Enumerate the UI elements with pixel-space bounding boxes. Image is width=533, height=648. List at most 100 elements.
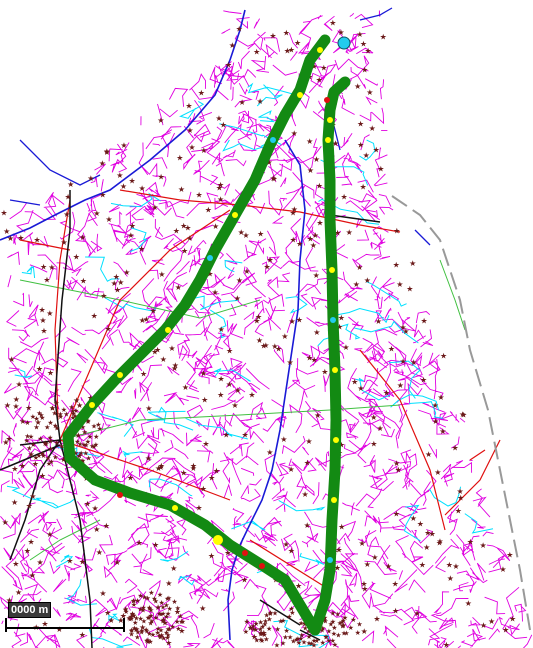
village-star-icon: ★ bbox=[152, 541, 159, 550]
village-star-icon: ★ bbox=[47, 369, 54, 378]
route-point-icon bbox=[270, 137, 276, 143]
village-star-icon: ★ bbox=[79, 233, 86, 242]
village-star-icon: ★ bbox=[205, 206, 212, 215]
village-star-icon: ★ bbox=[123, 608, 129, 616]
village-star-icon: ★ bbox=[313, 328, 320, 337]
village-star-icon: ★ bbox=[40, 327, 47, 336]
village-star-icon: ★ bbox=[74, 438, 80, 446]
village-star-icon: ★ bbox=[36, 452, 42, 460]
route-points-layer bbox=[89, 47, 339, 569]
village-star-icon: ★ bbox=[306, 627, 312, 635]
village-star-icon: ★ bbox=[410, 358, 417, 367]
village-star-icon: ★ bbox=[218, 375, 225, 384]
village-star-icon: ★ bbox=[180, 222, 187, 231]
village-star-icon: ★ bbox=[43, 440, 49, 448]
village-star-icon: ★ bbox=[375, 317, 382, 326]
route-point-icon bbox=[333, 437, 339, 443]
village-star-icon: ★ bbox=[236, 276, 243, 285]
village-star-icon: ★ bbox=[93, 209, 100, 218]
village-star-icon: ★ bbox=[131, 597, 137, 605]
village-star-icon: ★ bbox=[253, 47, 260, 56]
village-star-icon: ★ bbox=[120, 611, 127, 620]
village-star-icon: ★ bbox=[392, 607, 399, 616]
village-star-icon: ★ bbox=[359, 539, 366, 548]
village-star-icon: ★ bbox=[178, 618, 184, 626]
village-star-icon: ★ bbox=[159, 599, 165, 607]
village-star-icon: ★ bbox=[446, 560, 453, 569]
village-star-icon: ★ bbox=[95, 421, 101, 429]
village-star-icon: ★ bbox=[140, 370, 147, 379]
village-star-icon: ★ bbox=[266, 448, 273, 457]
village-star-icon: ★ bbox=[24, 432, 30, 440]
gps-route-track[interactable] bbox=[62, 34, 351, 636]
village-star-icon: ★ bbox=[173, 226, 180, 235]
village-star-icon: ★ bbox=[336, 323, 343, 332]
village-star-icon: ★ bbox=[299, 631, 305, 639]
village-star-icon: ★ bbox=[100, 292, 107, 301]
village-star-icon: ★ bbox=[153, 614, 159, 622]
village-star-icon: ★ bbox=[82, 428, 88, 436]
village-star-icon: ★ bbox=[97, 425, 103, 433]
village-star-icon: ★ bbox=[360, 40, 367, 49]
village-star-icon: ★ bbox=[141, 593, 147, 601]
village-star-icon: ★ bbox=[311, 637, 317, 645]
village-star-icon: ★ bbox=[37, 435, 43, 443]
village-star-icon: ★ bbox=[307, 166, 314, 175]
village-star-icon: ★ bbox=[338, 441, 345, 450]
village-star-icon: ★ bbox=[61, 406, 67, 414]
village-star-icon: ★ bbox=[289, 609, 295, 617]
village-star-icon: ★ bbox=[291, 129, 298, 138]
village-star-icon: ★ bbox=[383, 389, 390, 398]
village-star-icon: ★ bbox=[271, 342, 278, 351]
village-star-icon: ★ bbox=[16, 380, 23, 389]
village-star-icon: ★ bbox=[143, 315, 150, 324]
village-star-icon: ★ bbox=[457, 494, 464, 503]
village-star-icon: ★ bbox=[460, 410, 467, 419]
village-star-icon: ★ bbox=[47, 434, 53, 442]
village-star-icon: ★ bbox=[150, 631, 156, 639]
village-star-icon: ★ bbox=[52, 454, 58, 462]
village-star-icon: ★ bbox=[357, 384, 364, 393]
village-star-icon: ★ bbox=[361, 66, 368, 75]
village-star-icon: ★ bbox=[54, 425, 60, 433]
village-star-icon: ★ bbox=[123, 606, 129, 614]
village-star-icon: ★ bbox=[340, 617, 346, 625]
village-star-icon: ★ bbox=[76, 401, 83, 410]
village-star-icon: ★ bbox=[281, 332, 288, 341]
village-star-icon: ★ bbox=[156, 632, 162, 640]
village-star-icon: ★ bbox=[160, 355, 167, 364]
village-star-icon: ★ bbox=[293, 636, 299, 644]
village-star-icon: ★ bbox=[145, 595, 151, 603]
village-star-icon: ★ bbox=[301, 620, 308, 629]
village-star-icon: ★ bbox=[170, 623, 176, 631]
village-star-icon: ★ bbox=[226, 347, 233, 356]
village-star-icon: ★ bbox=[4, 401, 11, 410]
village-star-icon: ★ bbox=[208, 552, 215, 561]
village-star-icon: ★ bbox=[186, 126, 193, 135]
village-star-icon: ★ bbox=[46, 309, 53, 318]
village-star-icon: ★ bbox=[128, 613, 134, 621]
village-star-icon: ★ bbox=[284, 627, 290, 635]
village-star-icon: ★ bbox=[202, 440, 209, 449]
village-star-icon: ★ bbox=[26, 502, 33, 511]
village-star-icon: ★ bbox=[39, 472, 46, 481]
village-star-icon: ★ bbox=[70, 407, 76, 415]
village-star-icon: ★ bbox=[361, 627, 368, 636]
village-star-icon: ★ bbox=[393, 261, 400, 270]
village-star-icon: ★ bbox=[137, 606, 143, 614]
village-star-icon: ★ bbox=[146, 630, 152, 638]
village-star-icon: ★ bbox=[340, 622, 346, 630]
village-star-icon: ★ bbox=[420, 375, 427, 384]
village-star-icon: ★ bbox=[266, 158, 273, 167]
village-star-icon: ★ bbox=[260, 628, 267, 637]
village-star-icon: ★ bbox=[366, 88, 373, 97]
village-star-icon: ★ bbox=[73, 396, 80, 405]
village-star-icon: ★ bbox=[150, 306, 157, 315]
village-star-icon: ★ bbox=[80, 277, 87, 286]
village-star-icon: ★ bbox=[316, 219, 323, 228]
village-star-icon: ★ bbox=[357, 141, 364, 150]
village-star-icon: ★ bbox=[35, 418, 42, 427]
start-marker-icon[interactable] bbox=[337, 36, 351, 50]
village-star-icon: ★ bbox=[36, 410, 42, 418]
